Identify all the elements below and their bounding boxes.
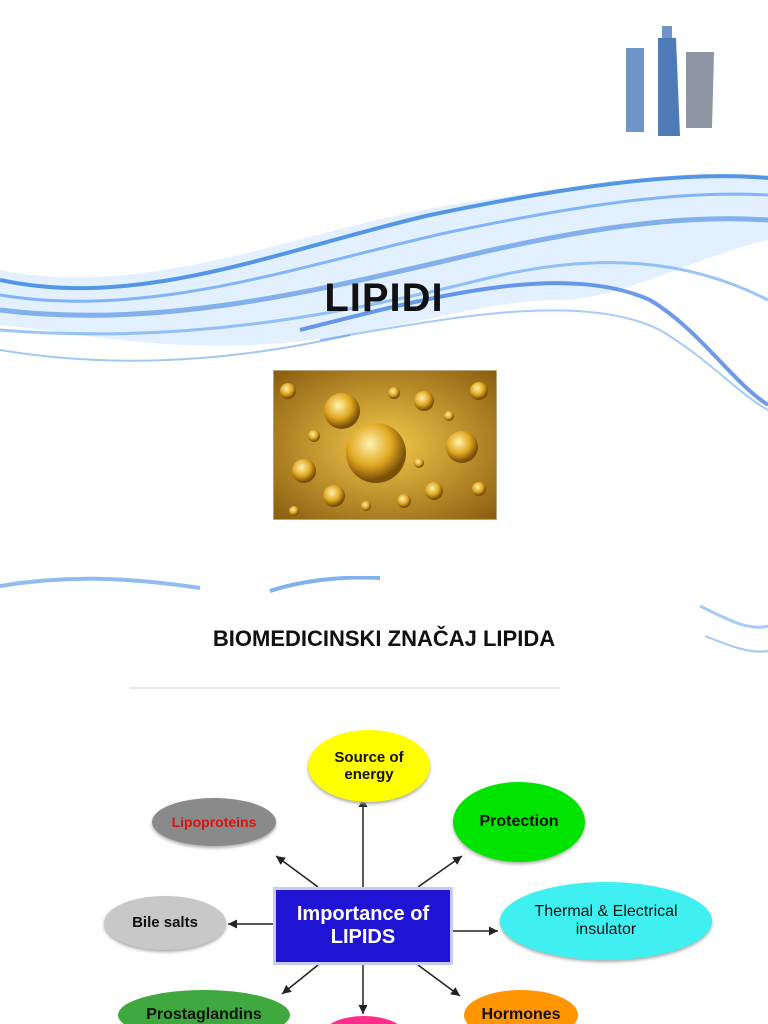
- node-partial: [322, 1016, 406, 1024]
- node-thermal-insulator: Thermal & Electrical insulator: [500, 882, 712, 960]
- slide-importance: BIOMEDICINSKI ZNAČAJ LIPIDA Source of en…: [0, 576, 768, 1024]
- slide-title: LIPIDI: [0, 26, 768, 520]
- node-hormones: Hormones: [464, 990, 578, 1024]
- node-lipoproteins: Lipoproteins: [152, 798, 276, 846]
- wave-background: [0, 174, 768, 411]
- center-importance-box: Importance of LIPIDS: [273, 887, 453, 965]
- logo-icon: [626, 26, 714, 136]
- node-source-energy: Source of energy: [308, 730, 430, 802]
- node-prostaglandins: Prostaglandins: [118, 990, 290, 1024]
- diagram-arrows: [228, 798, 498, 1014]
- node-protection: Protection: [453, 782, 585, 862]
- oil-bubbles-image: [273, 370, 497, 520]
- slide-heading: BIOMEDICINSKI ZNAČAJ LIPIDA: [212, 626, 556, 651]
- wave-decoration: [0, 576, 768, 689]
- slide-title-text: LIPIDI: [324, 276, 444, 320]
- node-bile-salts: Bile salts: [104, 896, 226, 950]
